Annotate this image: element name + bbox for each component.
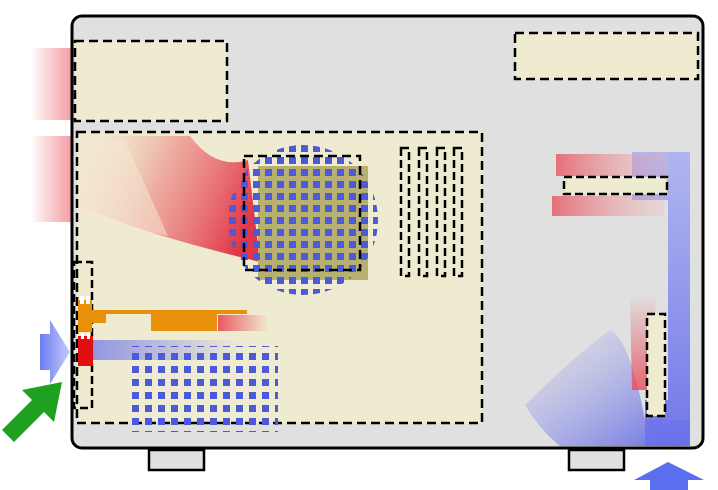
- ram-slot-1: [399, 146, 411, 278]
- card-heat-trail: [218, 315, 268, 331]
- arrow-right-icon: [40, 320, 70, 384]
- rear-port-notch-2: [87, 333, 90, 339]
- drive-bay-vertical: [645, 312, 667, 418]
- card-bracket: [78, 300, 92, 332]
- bottom-intake-grille: [126, 346, 278, 432]
- ram-slots: [399, 146, 464, 278]
- right-airflow: [525, 152, 690, 446]
- drive-bay-middle: [562, 175, 669, 196]
- mid-exhaust-plume: [30, 136, 72, 222]
- power-supply-bay: [73, 39, 229, 123]
- arrow-up-right-icon: [2, 382, 62, 442]
- card-bracket-notch-1: [80, 296, 84, 304]
- bottom-cool-swirl: [525, 330, 690, 446]
- upper-warm-flow: [556, 154, 668, 176]
- cpu-socket: [242, 154, 362, 272]
- rear-port-red: [78, 336, 93, 366]
- lower-warm-flow: [552, 196, 664, 216]
- case-foot-left: [147, 448, 206, 472]
- cpu-fan-grille: [228, 145, 378, 295]
- card-bracket-notch-2: [86, 296, 90, 304]
- intake-arrow-left: [40, 320, 70, 384]
- pointer-arrow: [2, 382, 62, 442]
- card-pcb: [92, 310, 247, 314]
- top-exhaust-plume: [30, 48, 72, 120]
- intake-arrow-bottom: [634, 462, 704, 490]
- exhaust-plumes-left: [30, 48, 72, 222]
- ram-slot-4: [452, 146, 464, 278]
- card-tab: [92, 314, 106, 323]
- ram-slot-2: [417, 146, 429, 278]
- right-cool-duct: [632, 152, 690, 446]
- case-foot-right: [567, 448, 626, 472]
- rear-io-bracket: [72, 260, 94, 410]
- rear-port-notch-1: [81, 333, 84, 339]
- arrow-up-icon: [634, 462, 704, 490]
- card-chip: [151, 314, 217, 331]
- drive-bay-top: [513, 31, 700, 81]
- cpu-heat-plume: [80, 136, 260, 262]
- ram-slot-3: [435, 146, 447, 278]
- cpu-plume-highlight: [80, 140, 168, 236]
- cpu-fan: [228, 145, 378, 295]
